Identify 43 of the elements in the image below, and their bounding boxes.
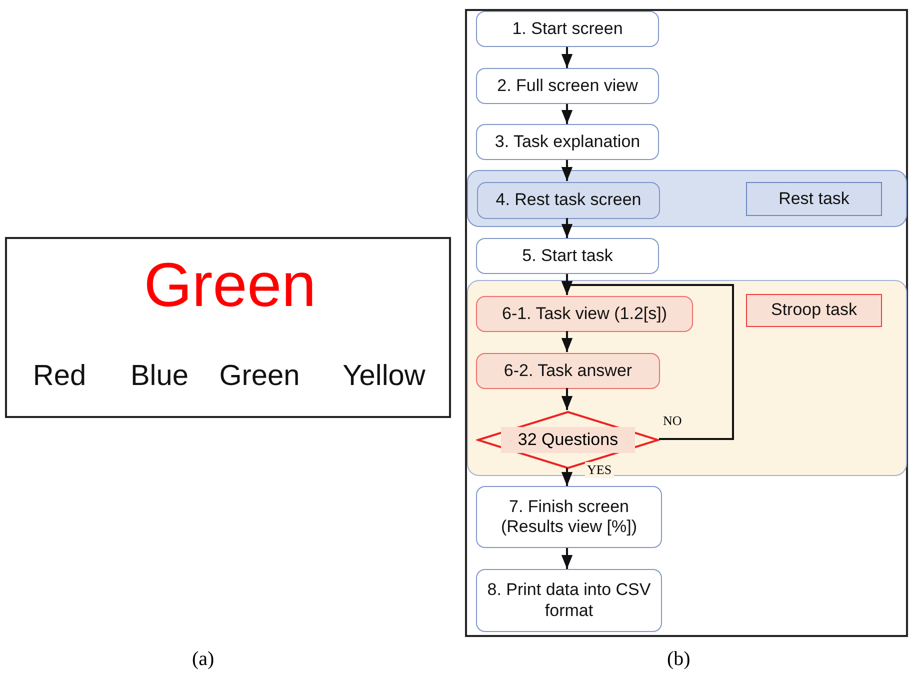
step-label: 4. Rest task screen <box>494 189 642 212</box>
answer-option: Yellow <box>325 357 443 395</box>
panel-label: (a) <box>192 648 214 671</box>
arrow <box>561 47 573 68</box>
decision-text: 32 Questions <box>501 427 635 453</box>
process-box <box>476 296 693 332</box>
step-label: 2. Full screen view <box>496 74 639 97</box>
step-label: 7. Finish screen (Results view [%]) <box>500 496 638 538</box>
arrow <box>561 388 573 410</box>
step-label: Rest task <box>778 188 850 210</box>
answer-option: Blue <box>117 357 202 395</box>
process-box <box>476 124 659 160</box>
arrow <box>561 468 573 486</box>
arrow <box>561 160 573 181</box>
arrow <box>561 218 573 238</box>
stimulus-word: Green <box>142 250 318 322</box>
process-box <box>476 486 662 548</box>
answer-option: Green <box>207 357 312 395</box>
arrow <box>561 548 573 569</box>
answer-option: Red <box>17 357 102 395</box>
process-box <box>476 11 659 47</box>
process-box <box>476 569 662 632</box>
panel-label: (b) <box>667 648 690 671</box>
process-box <box>477 182 660 219</box>
group-band <box>467 170 907 227</box>
group-tag <box>746 182 882 216</box>
process-box <box>476 68 659 104</box>
edge-label: YES <box>585 462 614 478</box>
process-box <box>476 353 660 389</box>
group-tag <box>746 294 882 327</box>
arrow <box>561 104 573 124</box>
step-label: Stroop task <box>770 299 858 322</box>
step-label: 6-2. Task answer <box>502 360 634 382</box>
group-band <box>467 280 907 476</box>
process-box <box>476 238 659 274</box>
step-label: 1. Start screen <box>511 18 624 40</box>
arrow <box>561 331 573 352</box>
arrow <box>561 281 734 440</box>
step-label: 3. Task explanation <box>494 130 642 153</box>
step-label: 5. Start task <box>521 244 614 267</box>
step-label: 6-1. Task view (1.2[s]) <box>500 302 668 325</box>
step-label: 8. Print data into CSV format <box>486 579 652 622</box>
stimulus-panel <box>5 237 451 418</box>
